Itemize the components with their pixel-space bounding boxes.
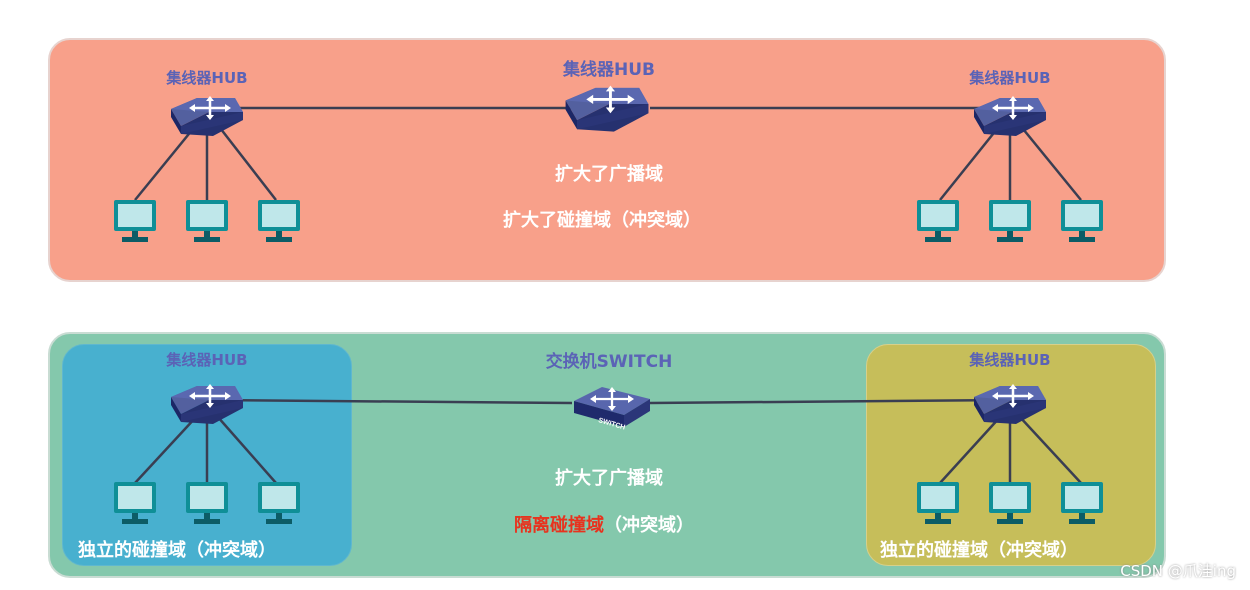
computer-icon (1061, 200, 1103, 242)
top-collision-note: 扩大了碰撞域（冲突域） (503, 206, 701, 232)
hub-icon (171, 384, 243, 424)
computer-icon (114, 482, 156, 524)
computer-icon (258, 482, 300, 524)
switch-label: 交换机SWITCH (546, 347, 673, 372)
computer-icon (989, 482, 1031, 524)
isolation-highlight: 隔离碰撞域 (514, 515, 604, 536)
computer-icon (186, 200, 228, 242)
left-hub-label: 集线器HUB (166, 349, 247, 370)
center-hub-label: 集线器HUB (563, 55, 655, 80)
left-domain-label: 独立的碰撞域（冲突域） (78, 536, 276, 562)
link-hub-pc (217, 124, 276, 200)
computer-icon (989, 200, 1031, 242)
computer-icon (917, 200, 959, 242)
link-hub-pc (135, 124, 197, 200)
bottom-broadcast-note: 扩大了广播域 (555, 464, 663, 490)
computer-icon (1061, 482, 1103, 524)
hub-icon (974, 384, 1046, 424)
hub-icon (974, 96, 1046, 136)
top-broadcast-note: 扩大了广播域 (555, 160, 663, 186)
link-hub-pc (1019, 124, 1081, 200)
right-hub-label: 集线器HUB (969, 349, 1050, 370)
link-hub-pc (940, 416, 1001, 483)
link-bottom-left-switch (207, 400, 572, 403)
computer-icon (917, 482, 959, 524)
computer-icon (114, 200, 156, 242)
bottom-isolation-note: 隔离碰撞域（冲突域） (514, 511, 694, 537)
link-bottom-switch-right (650, 400, 1010, 403)
right-hub-label: 集线器HUB (969, 67, 1050, 88)
link-hub-pc (135, 416, 197, 483)
link-hub-pc (217, 416, 276, 483)
link-hub-pc (940, 124, 1001, 200)
hub-icon (171, 96, 243, 136)
right-domain-label: 独立的碰撞域（冲突域） (880, 536, 1078, 562)
computer-icon (186, 482, 228, 524)
watermark: CSDN @爪洼ing (1120, 560, 1236, 581)
switch-icon: SWITCH (574, 387, 650, 432)
isolation-suffix: （冲突域） (604, 515, 694, 536)
hub-icon (566, 86, 649, 132)
computer-icon (258, 200, 300, 242)
link-hub-pc (1019, 416, 1081, 483)
left-hub-label: 集线器HUB (166, 67, 247, 88)
